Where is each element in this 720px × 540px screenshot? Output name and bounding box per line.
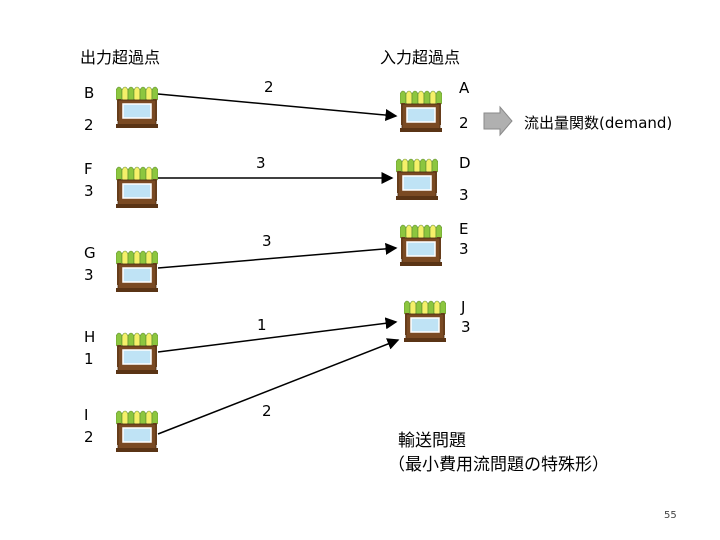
demand-function-label: 流出量関数(demand)	[524, 114, 673, 132]
flow-label-i-j: 2	[262, 402, 272, 420]
page-number: 55	[664, 510, 677, 521]
flow-label-g-e: 3	[262, 232, 272, 250]
transport-problem-subtitle: （最小費用流問題の特殊形）	[388, 455, 609, 475]
node-e-value: 3	[459, 240, 469, 258]
shop-icon-j	[404, 300, 446, 342]
node-i-name: I	[84, 406, 89, 424]
node-d-name: D	[459, 154, 471, 172]
flow-arrow-b-a	[157, 93, 398, 122]
node-g-value: 3	[84, 266, 94, 284]
flow-label-h-j: 1	[257, 316, 267, 334]
flow-arrow-i-j	[157, 338, 400, 435]
node-j-name: J	[461, 298, 466, 316]
transport-problem-title: 輸送問題	[398, 431, 466, 451]
node-a-value: 2	[459, 114, 469, 132]
node-g-name: G	[84, 244, 96, 262]
node-f-name: F	[84, 160, 93, 178]
flow-label-f-d: 3	[256, 154, 266, 172]
node-f-value: 3	[84, 182, 94, 200]
shop-icon-a	[400, 90, 442, 132]
supply-header: 出力超過点	[80, 48, 161, 67]
shop-icon-d	[396, 158, 438, 200]
shop-icon-h	[116, 332, 158, 374]
node-e-name: E	[459, 220, 469, 238]
shop-icon-g	[116, 250, 158, 292]
shop-icon-i	[116, 410, 158, 452]
node-a-name: A	[459, 79, 470, 97]
node-b-name: B	[84, 84, 95, 102]
demand-block-arrow	[483, 105, 513, 137]
shop-icon-e	[400, 224, 442, 266]
flow-label-b-a: 2	[264, 78, 274, 96]
flow-arrow-h-j	[157, 317, 398, 353]
node-j-value: 3	[461, 318, 471, 336]
shop-icon-b	[116, 86, 158, 128]
shop-icon-f	[116, 166, 158, 208]
node-d-value: 3	[459, 186, 469, 204]
node-b-value: 2	[84, 116, 94, 134]
node-h-name: H	[84, 328, 96, 346]
node-h-value: 1	[84, 350, 94, 368]
node-i-value: 2	[84, 428, 94, 446]
demand-header: 入力超過点	[380, 48, 461, 67]
flow-arrow-g-e	[157, 242, 398, 269]
